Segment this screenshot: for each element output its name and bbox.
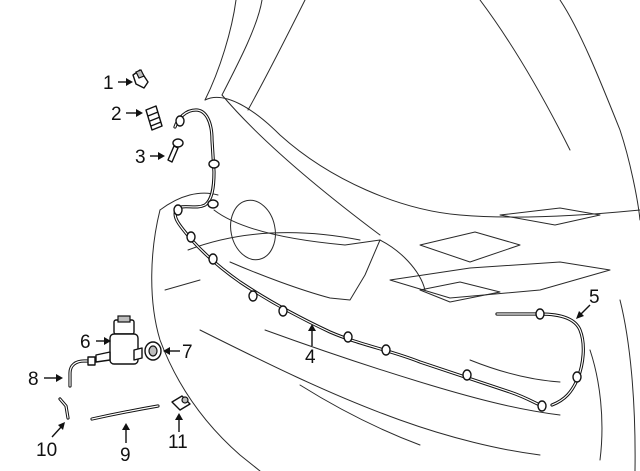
part-2-connector [145,105,163,131]
callout-3: 3 [135,147,146,168]
callout-9: 9 [120,445,131,466]
callout-2: 2 [111,104,122,125]
callout-4: 4 [305,347,316,368]
callout-10: 10 [36,440,57,461]
hose-clips [173,115,582,412]
part-8-elbow-hose [68,356,96,388]
part-9-straight-hose [90,404,160,421]
part-6-washer-pump [95,315,143,365]
washer-hose-right [495,312,585,407]
callout-8: 8 [28,369,39,390]
callout-1: 1 [103,73,114,94]
washer-hose-main [173,108,544,408]
callout-leaders [44,78,591,443]
vehicle-front-outline [151,0,640,471]
callout-5: 5 [589,287,600,308]
callout-7: 7 [182,342,193,363]
part-11-check-valve [171,395,191,411]
callout-labels: 1 2 3 4 5 6 7 8 9 10 11 [28,73,600,466]
part-1-nozzle [132,69,149,89]
part-7-grommet [144,341,162,361]
part-3-pin [167,138,184,163]
callout-6: 6 [80,332,91,353]
callout-11: 11 [168,432,188,453]
part-10-bent-tube [58,397,70,420]
